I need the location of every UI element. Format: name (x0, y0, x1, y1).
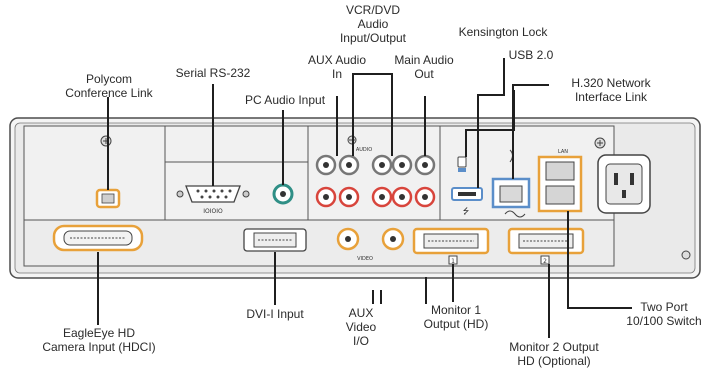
serial-port (185, 185, 241, 203)
video-mark: VIDEO (357, 256, 373, 262)
screw-icon (100, 135, 112, 147)
label-two-port-switch: Two Port 10/100 Switch (626, 300, 702, 328)
label-aux-video-io: AUX Video I/O (345, 306, 377, 348)
network-icon (504, 210, 526, 218)
label-kensington-lock: Kensington Lock (458, 25, 548, 39)
kensington-slot (458, 168, 466, 172)
callout-h320 (512, 84, 549, 179)
label-vcr-dvd-audio: VCR/DVD Audio Input/Output (339, 3, 407, 45)
label-h320-network: H.320 Network Interface Link (571, 76, 651, 104)
callout-vcr-dvd (352, 73, 393, 156)
serial-port-text: IOIOIO (203, 208, 223, 215)
label-dvi-i-input: DVI-I Input (246, 307, 304, 321)
monitor2-badge: 2 (543, 258, 547, 265)
callout-switch (567, 211, 632, 309)
usb-icon (457, 156, 467, 168)
label-usb: USB 2.0 (508, 48, 554, 62)
callout-kensington (477, 58, 505, 188)
lan-port (545, 185, 575, 205)
serial-screw (242, 190, 250, 198)
serial-port-pins (196, 189, 232, 199)
serial-screw (176, 190, 184, 198)
callout-lines (97, 58, 632, 338)
label-monitor1-output: Monitor 1 Output (HD) (423, 303, 489, 331)
label-serial-rs232: Serial RS-232 (175, 66, 251, 80)
monitor1-badge: 1 (451, 258, 455, 265)
label-pc-audio-input: PC Audio Input (244, 93, 326, 107)
lan-port (545, 161, 575, 181)
audio-rca-block (315, 154, 436, 208)
pc-audio-jack-hole (280, 191, 286, 197)
label-polycom-conference-link: Polycom Conference Link (65, 72, 153, 100)
label-monitor2-output: Monitor 2 Output HD (Optional) (509, 340, 599, 368)
audio-mark: AUDIO (356, 147, 372, 153)
label-eagleeye-hd-camera: EagleEye HD Camera Input (HDCI) (42, 326, 156, 354)
dvi-input-socket (253, 232, 297, 248)
label-main-audio-out: Main Audio Out (394, 53, 454, 81)
monitor2-badge-box (540, 255, 550, 265)
usb-symbol-icon: ⭍ (463, 207, 470, 216)
screw-icon (681, 250, 691, 260)
usb-port-slot (458, 192, 476, 196)
lan-icon: LAN (558, 149, 568, 155)
screw-icon (594, 137, 606, 149)
polycom-link-socket (101, 193, 115, 204)
label-aux-audio-in: AUX Audio In (307, 53, 367, 81)
network-port-socket (499, 185, 523, 203)
